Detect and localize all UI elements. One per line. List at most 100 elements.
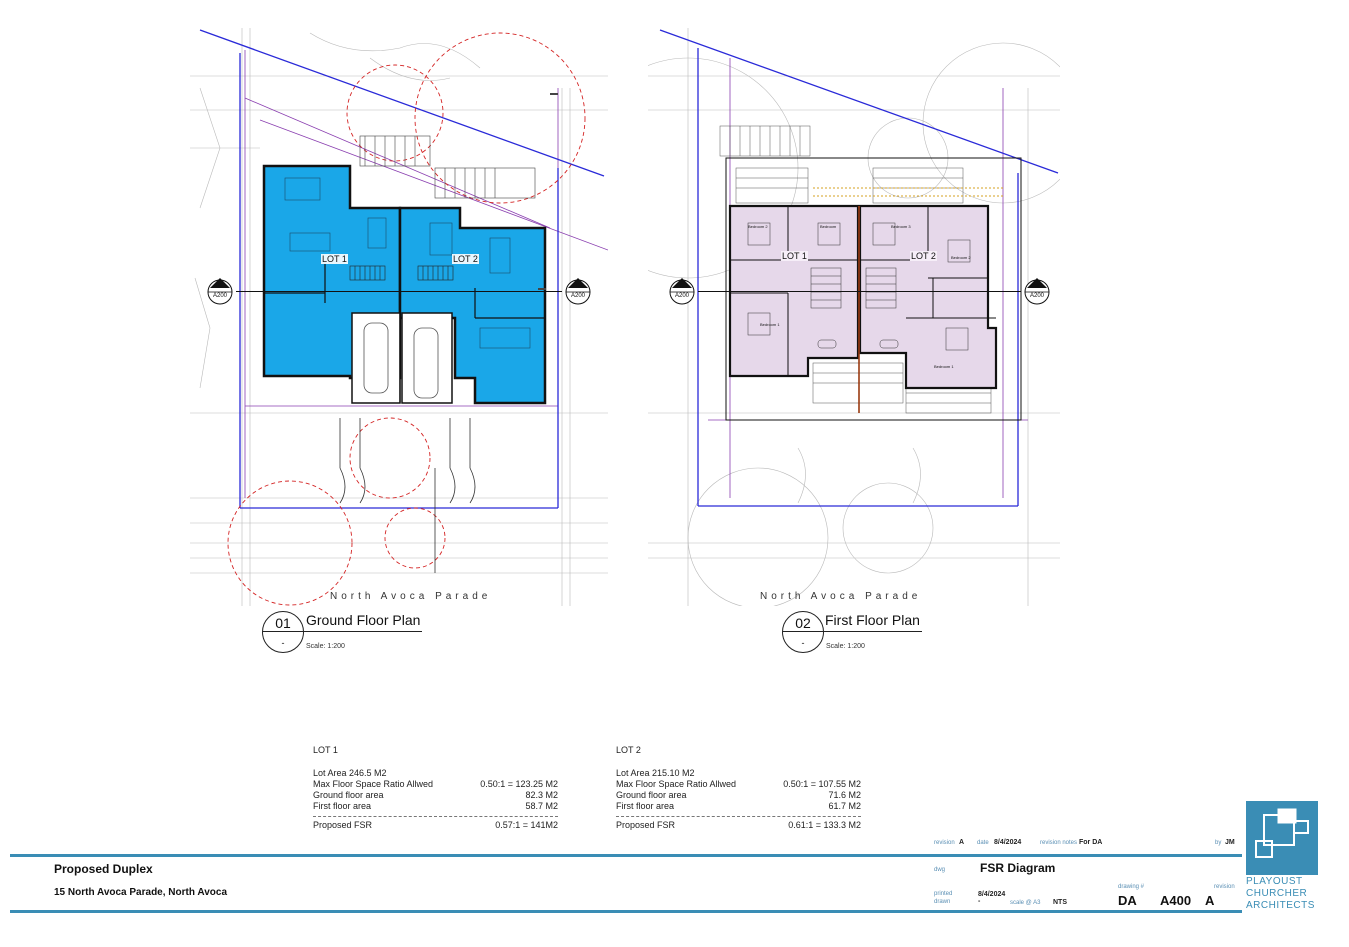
fsr-row: Lot Area 246.5 M2 bbox=[313, 768, 558, 779]
date-label: date bbox=[977, 840, 989, 846]
fsr-row: Max Floor Space Ratio Allwed 0.50:1 = 107… bbox=[616, 779, 861, 790]
section-marker-ref: A200 bbox=[1029, 293, 1044, 299]
drawing-number: 02 bbox=[795, 615, 811, 631]
fsr-row-label: Lot Area 246.5 M2 bbox=[313, 768, 387, 778]
section-marker-id: B bbox=[575, 284, 580, 290]
room-label: Bedroom 1 bbox=[760, 322, 780, 327]
fsr-row-value: 58.7 M2 bbox=[525, 801, 558, 811]
section-marker-left: B A200 bbox=[204, 276, 236, 308]
rev-label: revision bbox=[1214, 884, 1235, 890]
street-name: North Avoca Parade bbox=[760, 591, 922, 602]
drawing-no-label: drawing # bbox=[1118, 884, 1145, 890]
room-label: Bedroom 1 bbox=[934, 364, 954, 369]
plan-scale: Scale: 1:200 bbox=[826, 643, 865, 650]
revision-notes-label: revision notes bbox=[1040, 840, 1078, 846]
fsr-row-label: Max Floor Space Ratio Allwed bbox=[313, 779, 434, 789]
lot-2-label: LOT 2 bbox=[910, 251, 937, 261]
badge-divider bbox=[263, 631, 303, 632]
ground-floor-plan-drawing bbox=[190, 28, 609, 606]
ground-floor-plan: LOT 1 LOT 2 B A200 B A200 North Avoca Pa… bbox=[190, 28, 609, 606]
badge-dash: - bbox=[281, 638, 285, 648]
lot-1-label: LOT 1 bbox=[321, 254, 348, 264]
by-label: by bbox=[1215, 840, 1222, 846]
section-cut-line bbox=[698, 291, 1021, 292]
room-label: Bedroom 2 bbox=[951, 255, 971, 260]
fsr-total-row: Proposed FSR 0.57:1 = 141M2 bbox=[313, 820, 558, 831]
date-value: 8/4/2024 bbox=[994, 839, 1022, 846]
fsr-row: Ground floor area 82.3 M2 bbox=[313, 790, 558, 801]
firm-name-line-2: CHURCHER bbox=[1246, 888, 1308, 899]
section-marker-left: B A200 bbox=[666, 276, 698, 308]
fsr-row: Lot Area 215.10 M2 bbox=[616, 768, 861, 779]
room-label: Bedroom 2 bbox=[748, 224, 768, 229]
plan-title-rule bbox=[302, 631, 422, 632]
fsr-heading: LOT 1 bbox=[313, 745, 338, 755]
fsr-table-lot-1: LOT 1 Lot Area 246.5 M2 Max Floor Space … bbox=[313, 745, 558, 831]
fsr-divider bbox=[616, 816, 861, 817]
fsr-row-label: Max Floor Space Ratio Allwed bbox=[616, 779, 737, 789]
fsr-row: First floor area 61.7 M2 bbox=[616, 801, 861, 812]
fsr-total-label: Proposed FSR bbox=[616, 820, 676, 830]
drawn-value: - bbox=[978, 898, 981, 905]
fsr-table-lot-2: LOT 2 Lot Area 215.10 M2 Max Floor Space… bbox=[616, 745, 861, 831]
fsr-row-value: 0.50:1 = 107.55 M2 bbox=[783, 779, 861, 789]
section-marker-right: B A200 bbox=[562, 276, 594, 308]
section-marker-icon bbox=[1024, 278, 1050, 305]
drawing-number-value: A400 bbox=[1160, 893, 1192, 908]
section-marker-id: B bbox=[679, 284, 684, 290]
plan-title: First Floor Plan bbox=[825, 612, 920, 628]
section-marker-id: B bbox=[1034, 284, 1039, 290]
badge-divider bbox=[783, 631, 823, 632]
scale-label: scale @ A3 bbox=[1010, 900, 1041, 906]
title-block-top-rule bbox=[10, 854, 1242, 857]
fsr-row-label: Ground floor area bbox=[313, 790, 384, 800]
section-marker-right: B A200 bbox=[1021, 276, 1053, 308]
firm-name-line-1: PLAYOUST bbox=[1246, 876, 1303, 887]
section-marker-icon bbox=[565, 278, 591, 305]
fsr-row-value: 61.7 M2 bbox=[828, 801, 861, 811]
plan-title-rule bbox=[822, 631, 922, 632]
lot-1-label: LOT 1 bbox=[781, 251, 808, 261]
fsr-row: First floor area 58.7 M2 bbox=[313, 801, 558, 812]
plan-title: Ground Floor Plan bbox=[306, 612, 421, 628]
printed-label: printed bbox=[934, 891, 953, 897]
badge-dash: - bbox=[801, 638, 805, 648]
first-floor-plan-drawing bbox=[577, 28, 1084, 609]
fsr-row: Max Floor Space Ratio Allwed 0.50:1 = 123… bbox=[313, 779, 558, 790]
stage-value: DA bbox=[1118, 893, 1137, 908]
dwg-label: dwg bbox=[934, 867, 946, 873]
revision-value: A bbox=[959, 839, 965, 846]
firm-logo bbox=[1246, 801, 1318, 875]
by-value: JM bbox=[1225, 839, 1235, 846]
title-block-bottom-rule bbox=[10, 910, 1242, 913]
project-address: 15 North Avoca Parade, North Avoca bbox=[54, 887, 228, 898]
first-floor-plan: LOT 1 LOT 2 Bedroom 2 Bedroom Bedroom 3 … bbox=[577, 28, 1084, 609]
section-marker-ref: A200 bbox=[674, 293, 689, 299]
drawing-number-badge: 01 - bbox=[262, 611, 304, 653]
firm-logo-icon bbox=[1246, 801, 1318, 875]
lot-2-label: LOT 2 bbox=[452, 254, 479, 264]
fsr-row-label: Ground floor area bbox=[616, 790, 687, 800]
section-marker-icon bbox=[669, 278, 695, 305]
fsr-row-value: 82.3 M2 bbox=[525, 790, 558, 800]
fsr-row-label: First floor area bbox=[313, 801, 372, 811]
fsr-row-label: First floor area bbox=[616, 801, 675, 811]
section-marker-ref: A200 bbox=[212, 293, 227, 299]
fsr-row-value: 0.50:1 = 123.25 M2 bbox=[480, 779, 558, 789]
drawing-title: FSR Diagram bbox=[980, 861, 1056, 875]
fsr-total-label: Proposed FSR bbox=[313, 820, 373, 830]
printed-value: 8/4/2024 bbox=[978, 891, 1006, 898]
room-label: Bedroom 3 bbox=[891, 224, 911, 229]
fsr-total-value: 0.57:1 = 141M2 bbox=[495, 820, 558, 830]
section-marker-id: B bbox=[217, 284, 222, 290]
scale-value: NTS bbox=[1053, 899, 1067, 906]
room-label: Bedroom bbox=[820, 224, 837, 229]
fsr-heading: LOT 2 bbox=[616, 745, 641, 755]
section-cut-line bbox=[236, 291, 562, 292]
drawn-label: drawn bbox=[934, 899, 951, 905]
firm-name-line-3: ARCHITECTS bbox=[1246, 900, 1315, 911]
plan-scale: Scale: 1:200 bbox=[306, 643, 345, 650]
section-marker-ref: A200 bbox=[570, 293, 585, 299]
